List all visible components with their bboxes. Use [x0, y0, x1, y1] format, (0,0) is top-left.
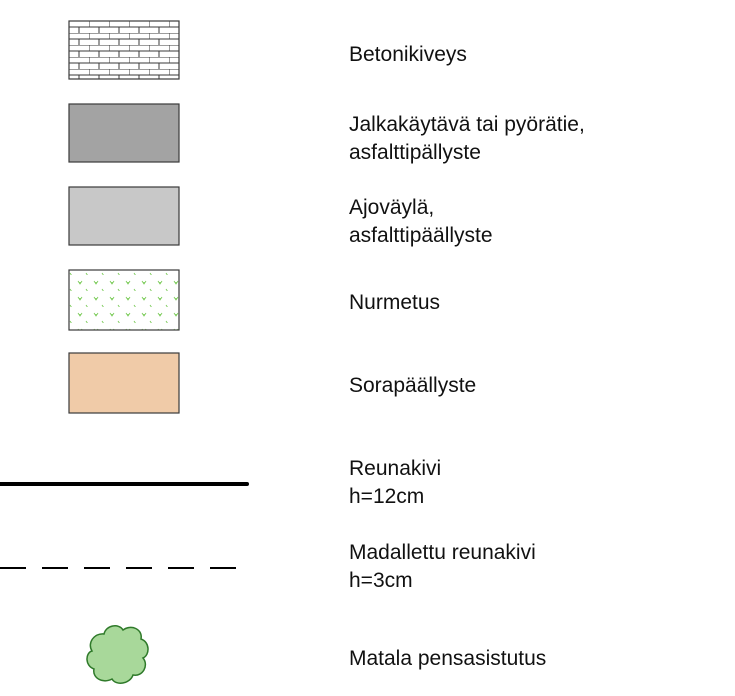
label-line: h=12cm: [349, 485, 425, 508]
light-gray-fill-icon: [68, 186, 180, 246]
label-line: Matala pensasistutus: [349, 647, 547, 670]
brick-hatch-icon: [68, 20, 180, 80]
label-line: Reunakivi: [349, 457, 442, 480]
label-line: Sorapäällyste: [349, 374, 477, 397]
label-line: Nurmetus: [349, 291, 441, 314]
sidewalk-swatch: [68, 103, 180, 163]
label-lawn: Nurmetus: [349, 289, 440, 317]
grass-pattern-icon: [68, 269, 180, 331]
label-line: Madallettu reunakivi: [349, 541, 536, 564]
label-gravel: Sorapäällyste: [349, 372, 476, 400]
solid-line-icon: [0, 482, 249, 486]
label-line: Betonikiveys: [349, 43, 467, 66]
label-line: asfalttipäällyste: [349, 224, 493, 247]
label-asphalt-roadway: Ajoväylä, asfalttipäällyste: [349, 194, 493, 250]
label-low-shrubs: Matala pensasistutus: [349, 645, 546, 673]
gravel-swatch: [68, 352, 180, 414]
label-line: Ajoväylä,: [349, 196, 435, 219]
label-lowered-curb: Madallettu reunakivi h=3cm: [349, 539, 536, 595]
shrub-icon: [86, 625, 149, 684]
label-curb: Reunakivi h=12cm: [349, 455, 441, 511]
label-asphalt-sidewalk: Jalkakäytävä tai pyörätie, asfalttipälly…: [349, 111, 585, 167]
beige-fill-icon: [68, 352, 180, 414]
label-line: Jalkakäytävä tai pyörätie,: [349, 113, 585, 136]
label-line: asfalttipällyste: [349, 141, 481, 164]
label-concrete-paving: Betonikiveys: [349, 41, 467, 69]
label-line: h=3cm: [349, 569, 413, 592]
roadway-swatch: [68, 186, 180, 246]
dashed-line-icon: [0, 567, 248, 569]
dark-gray-fill-icon: [68, 103, 180, 163]
